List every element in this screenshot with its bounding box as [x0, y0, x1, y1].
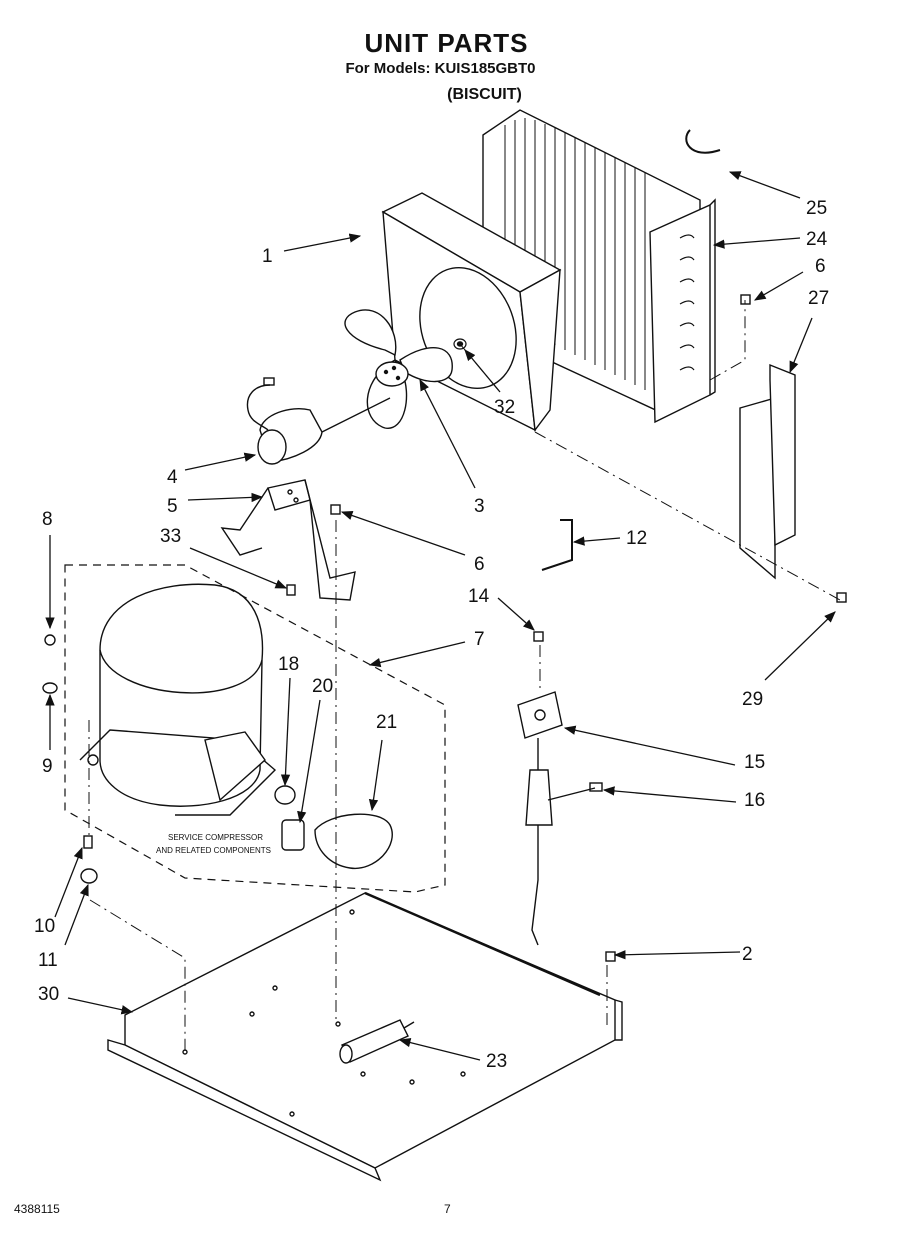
callout-25: 25 — [806, 198, 827, 219]
callout-20: 20 — [312, 676, 333, 697]
document-number: 4388115 — [14, 1202, 60, 1216]
callout-1: 1 — [262, 246, 273, 267]
callout-24: 24 — [806, 229, 828, 250]
callout-6-top: 6 — [815, 256, 826, 277]
relay-parts — [274, 785, 393, 870]
service-note-line2: AND RELATED COMPONENTS — [156, 846, 271, 855]
fan-blade — [344, 309, 453, 429]
callout-4: 4 — [167, 467, 178, 488]
callout-18: 18 — [278, 654, 299, 675]
callout-32: 32 — [494, 397, 515, 418]
callout-10: 10 — [34, 916, 55, 937]
callout-12: 12 — [626, 528, 647, 549]
fan-shroud — [381, 192, 562, 432]
service-note-line1: SERVICE COMPRESSOR — [168, 833, 263, 842]
motor-bracket — [220, 479, 356, 601]
callout-21: 21 — [376, 712, 397, 733]
page-title: UNIT PARTS — [364, 28, 529, 58]
callout-9: 9 — [42, 756, 53, 777]
callout-14: 14 — [468, 586, 490, 607]
callout-8: 8 — [42, 509, 53, 530]
callout-29: 29 — [742, 689, 763, 710]
drier — [339, 1019, 415, 1064]
callout-27: 27 — [808, 288, 829, 309]
callout-30: 30 — [38, 984, 59, 1005]
callout-7: 7 — [474, 629, 485, 650]
base-pan — [107, 891, 623, 1182]
fan-motor — [246, 377, 391, 465]
callout-15: 15 — [744, 752, 765, 773]
callout-33: 33 — [160, 526, 181, 547]
service-boundary — [64, 564, 446, 893]
models-line: For Models: KUIS185GBT0 — [345, 60, 536, 77]
callout-5: 5 — [167, 496, 178, 517]
condenser — [482, 109, 716, 424]
callout-11: 11 — [38, 950, 58, 971]
callout-23: 23 — [486, 1051, 507, 1072]
callout-3: 3 — [474, 496, 485, 517]
page-number: 7 — [444, 1202, 451, 1216]
solenoid-valve — [517, 691, 603, 946]
callout-16: 16 — [744, 790, 765, 811]
color-line: (BISCUIT) — [447, 86, 522, 103]
callout-6-middle: 6 — [474, 554, 485, 575]
compressor — [79, 583, 277, 816]
callout-2: 2 — [742, 944, 753, 965]
